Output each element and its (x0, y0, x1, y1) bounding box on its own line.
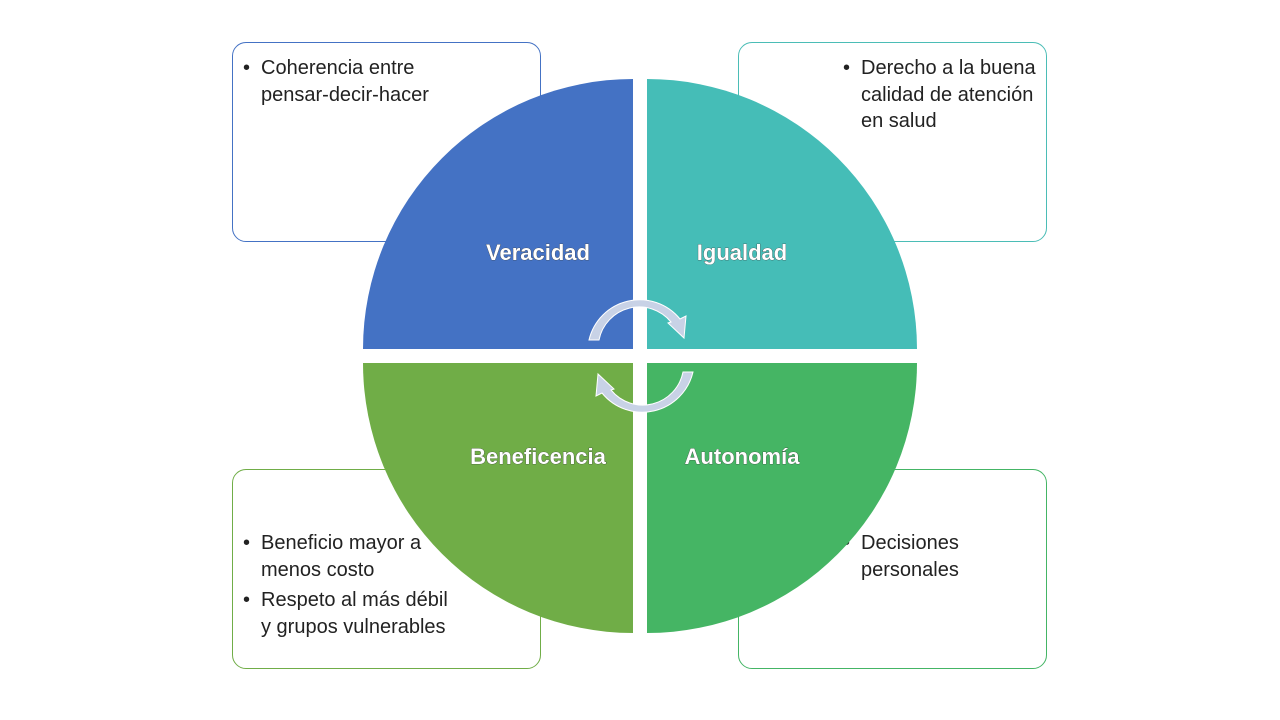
quadrant-label-autonomia: Autonomía (685, 444, 801, 469)
cycle-arrow-bottom (595, 371, 694, 413)
list-item: Coherencia entre pensar-decir-hacer (243, 55, 443, 108)
list-item: Decisiones personales (843, 530, 1043, 583)
list-item: Beneficio mayor a menos costo (243, 530, 448, 583)
card-veracidad-list: Coherencia entre pensar-decir-hacer (243, 55, 443, 112)
quadrant-autonomia (647, 363, 917, 633)
card-autonomia-list: Decisiones personales (843, 530, 1043, 587)
card-beneficencia-list: Beneficio mayor a menos costo Respeto al… (243, 530, 448, 644)
cycle-arrows-icon (588, 299, 694, 413)
quadrant-beneficencia (363, 363, 633, 633)
cycle-arrow-top (588, 299, 687, 341)
list-item: Respeto al más débil y grupos vulnerable… (243, 587, 448, 640)
quadrant-igualdad (647, 79, 917, 349)
quadrant-veracidad (363, 79, 633, 349)
quadrant-label-igualdad: Igualdad (697, 240, 787, 265)
quadrant-label-veracidad: Veracidad (486, 240, 590, 265)
quadrant-label-beneficencia: Beneficencia (470, 444, 606, 469)
list-item: Derecho a la buena calidad de atención e… (843, 55, 1043, 135)
card-igualdad-list: Derecho a la buena calidad de atención e… (843, 55, 1043, 139)
